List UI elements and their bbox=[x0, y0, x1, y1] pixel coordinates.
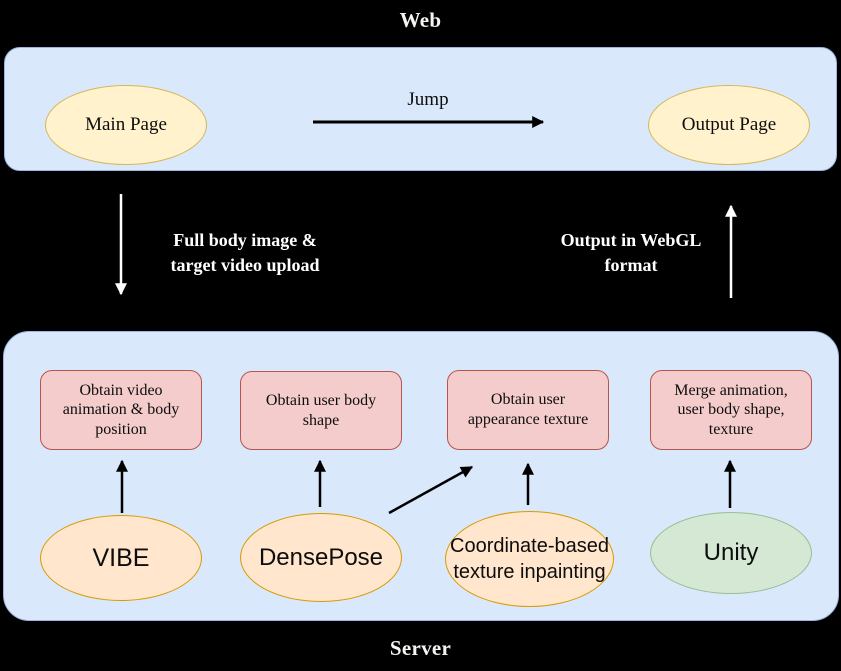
process-box-body-shape: Obtain user body shape bbox=[240, 371, 402, 450]
output-page-node: Output Page bbox=[648, 85, 810, 165]
server-zone-title: Server bbox=[389, 636, 452, 660]
coordinate-inpainting-node: Coordinate-based texture inpainting bbox=[445, 511, 614, 607]
process-box-video-animation: Obtain video animation & body position bbox=[40, 370, 202, 450]
process-box-appearance-texture: Obtain user appearance texture bbox=[447, 370, 609, 450]
jump-label: Jump bbox=[407, 89, 449, 110]
coordinate-inpainting-label: Coordinate-based texture inpainting bbox=[450, 535, 609, 583]
densepose-label: DensePose bbox=[258, 543, 384, 571]
process-box-merge: Merge animation, user body shape, textur… bbox=[650, 370, 812, 450]
upload-flow-label: Full body image & target video upload bbox=[170, 230, 320, 275]
unity-label: Unity bbox=[703, 539, 759, 566]
web-zone-title: Web bbox=[399, 8, 442, 32]
main-page-node: Main Page bbox=[45, 85, 207, 165]
webgl-flow-label: Output in WebGL format bbox=[560, 230, 702, 275]
output-page-label: Output Page bbox=[681, 114, 777, 135]
densepose-node: DensePose bbox=[240, 513, 402, 602]
main-page-label: Main Page bbox=[85, 114, 167, 135]
vibe-node: VIBE bbox=[40, 515, 202, 601]
unity-node: Unity bbox=[650, 512, 812, 594]
vibe-label: VIBE bbox=[92, 543, 150, 572]
